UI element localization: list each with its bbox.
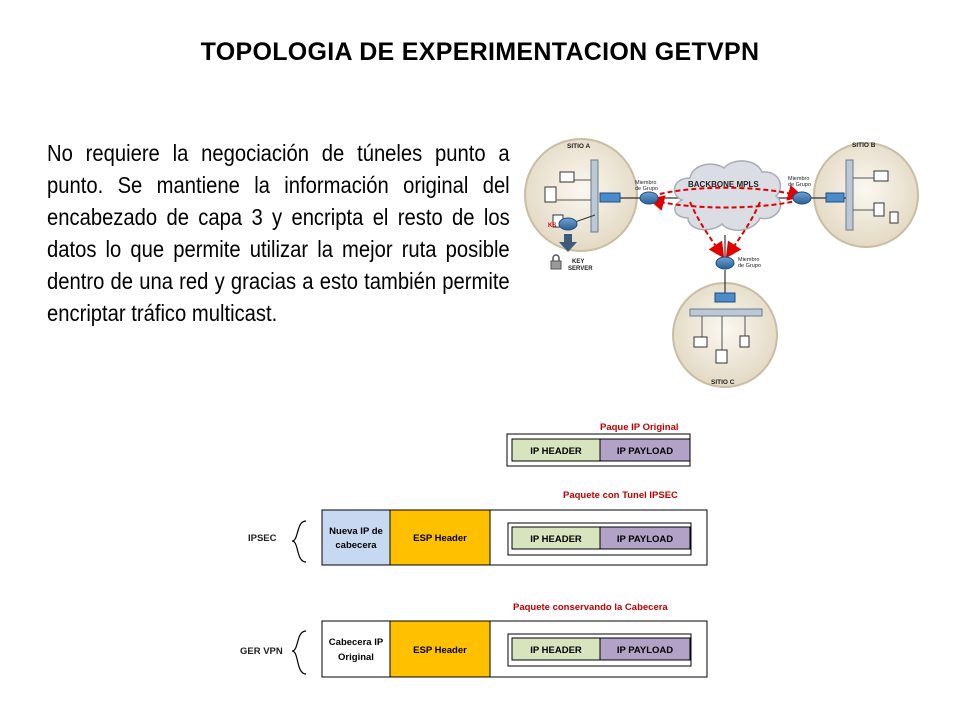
ipsec-packet-caption: Paquete con Tunel IPSEC — [563, 490, 678, 501]
getvpn-brace — [291, 630, 307, 675]
ipsec-row-label: IPSEC — [248, 533, 277, 544]
member-c-label-2: de Grupo — [738, 263, 761, 269]
ip-header-text: IP HEADER — [530, 446, 582, 457]
getvpn-row-label: GER VPN — [240, 646, 283, 657]
tunnel-paths — [648, 185, 804, 259]
original-ip-header-field — [321, 620, 391, 678]
esp-header-field — [389, 509, 491, 566]
getvpn-packet: Cabecera IP Original ESP Header IP HEADE… — [321, 620, 708, 678]
ip-payload-field — [599, 637, 691, 661]
ks-label: KS — [548, 223, 556, 229]
packet-diagram: Paque IP Original IP HEADER IP PAYLOAD P… — [240, 422, 708, 678]
new-ip-text-1: Nueva IP de — [329, 526, 383, 537]
site-a-bus-icon — [590, 159, 599, 233]
member-router-b: Miembro de Grupo — [788, 176, 845, 205]
site-a-label: SITIO A — [567, 143, 591, 150]
ipsec-brace — [291, 520, 307, 563]
router-icon — [715, 256, 735, 270]
site-a: SITIO A — [524, 138, 638, 252]
description-paragraph: No requiere la negociación de túneles pu… — [47, 140, 510, 326]
key-server-label-2: SERVER — [568, 266, 593, 272]
member-router-a: Miembro de Grupo — [599, 180, 659, 205]
member-a-label-2: de Grupo — [635, 186, 658, 192]
orig-ip-text-2: Original — [338, 652, 374, 663]
phone-icon — [544, 186, 557, 203]
slide-title: TOPOLOGIA DE EXPERIMENTACION GETVPN — [200, 38, 760, 66]
pc-icon — [739, 335, 750, 348]
ip-payload-text: IP PAYLOAD — [617, 645, 673, 656]
site-c-label: SITIO C — [711, 379, 735, 386]
orig-ip-text-1: Cabecera IP — [329, 637, 384, 648]
laptop-icon — [873, 170, 889, 182]
site-b-bus-icon — [845, 159, 854, 231]
site-b-label: SITIO B — [852, 142, 876, 149]
ip-payload-field — [599, 438, 691, 462]
lock-icon — [550, 260, 562, 270]
switch-icon — [714, 292, 736, 303]
router-icon — [792, 191, 812, 205]
key-server-label-1: KEY — [572, 259, 584, 265]
member-a-label-1: Miembro — [635, 180, 656, 186]
ipsec-packet: Nueva IP de cabecera ESP Header IP HEADE… — [321, 509, 708, 566]
ip-payload-text: IP PAYLOAD — [617, 534, 673, 545]
site-c-bus-icon — [689, 308, 763, 317]
switch-icon — [825, 192, 845, 203]
switch-icon — [599, 192, 621, 203]
ip-header-text: IP HEADER — [530, 645, 582, 656]
esp-header-text: ESP Header — [413, 645, 467, 656]
ip-header-text: IP HEADER — [530, 534, 582, 545]
phone-icon — [873, 202, 885, 217]
ip-payload-text: IP PAYLOAD — [617, 446, 673, 457]
down-arrow-icon — [559, 234, 577, 252]
member-b-label-1: Miembro — [788, 176, 809, 182]
esp-header-text: ESP Header — [413, 533, 467, 544]
new-ip-header-field — [321, 509, 391, 566]
getvpn-packet-caption: Paquete conservando la Cabecera — [513, 602, 668, 613]
site-b: SITIO B — [813, 142, 919, 248]
member-router-c: Miembro de Grupo — [714, 256, 761, 303]
esp-header-field — [389, 620, 491, 678]
original-packet: IP HEADER IP PAYLOAD — [506, 433, 691, 467]
member-b-label-2: de Grupo — [788, 182, 811, 188]
topology-diagram: SITIO A SITIO B SITIO C — [524, 138, 919, 388]
phone-icon — [715, 349, 728, 364]
backbone-cloud: BACKBONE MPLS — [673, 160, 782, 231]
backbone-label: BACKBONE MPLS — [688, 180, 759, 189]
original-packet-caption: Paque IP Original — [600, 422, 679, 433]
ip-payload-field — [599, 526, 691, 550]
laptop-icon — [559, 171, 575, 183]
router-icon — [639, 191, 659, 205]
new-ip-text-2: cabecera — [335, 540, 377, 551]
key-server: KS KEY SERVER — [548, 217, 593, 272]
pc-icon — [889, 211, 899, 224]
key-server-router-icon — [558, 217, 578, 231]
member-c-label-1: Miembro — [738, 257, 759, 263]
laptop-icon — [693, 336, 708, 348]
